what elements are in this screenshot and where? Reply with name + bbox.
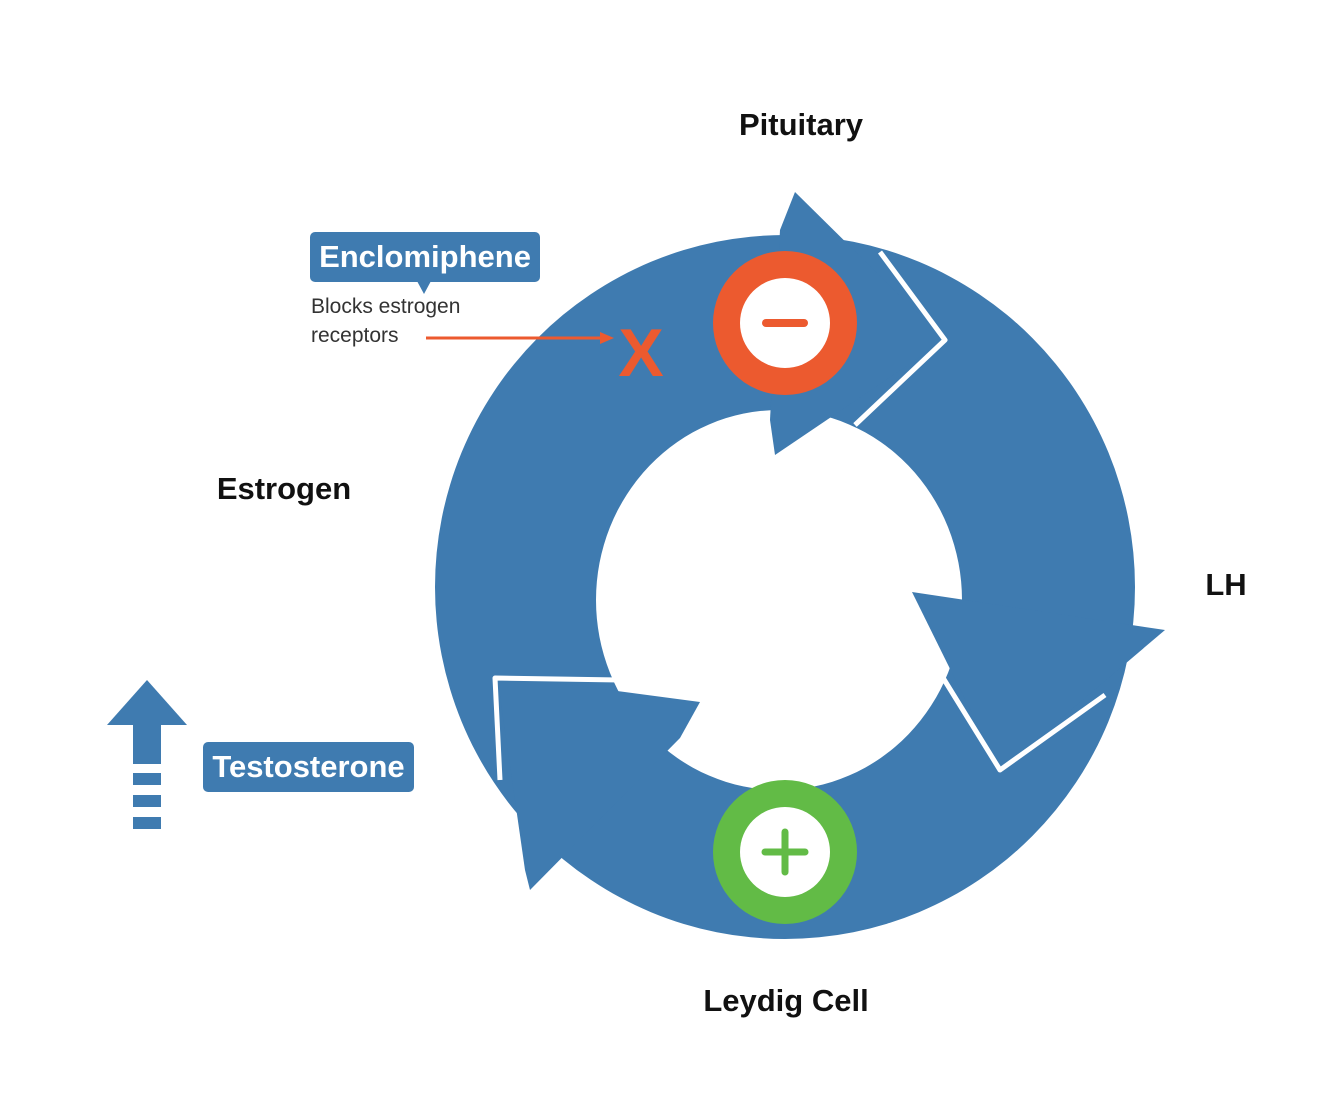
block-pointer-arrow <box>426 332 614 344</box>
enclomiphene-tag: Enclomiphene <box>310 232 540 282</box>
label-leydig-cell: Leydig Cell <box>703 983 869 1018</box>
plus-icon <box>713 780 857 924</box>
block-x-mark: X <box>618 315 663 391</box>
enclomiphene-note: Blocks estrogen receptors <box>311 292 460 350</box>
testosterone-tag: Testosterone <box>203 742 414 792</box>
arrowhead-lh-to-leydig <box>912 592 1165 770</box>
label-estrogen: Estrogen <box>216 471 352 506</box>
label-lh: LH <box>1205 567 1247 602</box>
note-line-1: Blocks estrogen <box>311 295 461 318</box>
label-pituitary: Pituitary <box>738 107 864 142</box>
increase-arrow-icon <box>107 680 187 829</box>
arrowhead-outline <box>853 250 948 427</box>
arrowhead-outline <box>929 658 1107 773</box>
minus-icon <box>713 251 857 395</box>
tag-pointer <box>417 281 431 294</box>
arrowhead-outline <box>492 675 621 781</box>
note-line-2: receptors <box>311 324 399 347</box>
arrowhead-leydig-to-estrogen <box>497 675 700 890</box>
